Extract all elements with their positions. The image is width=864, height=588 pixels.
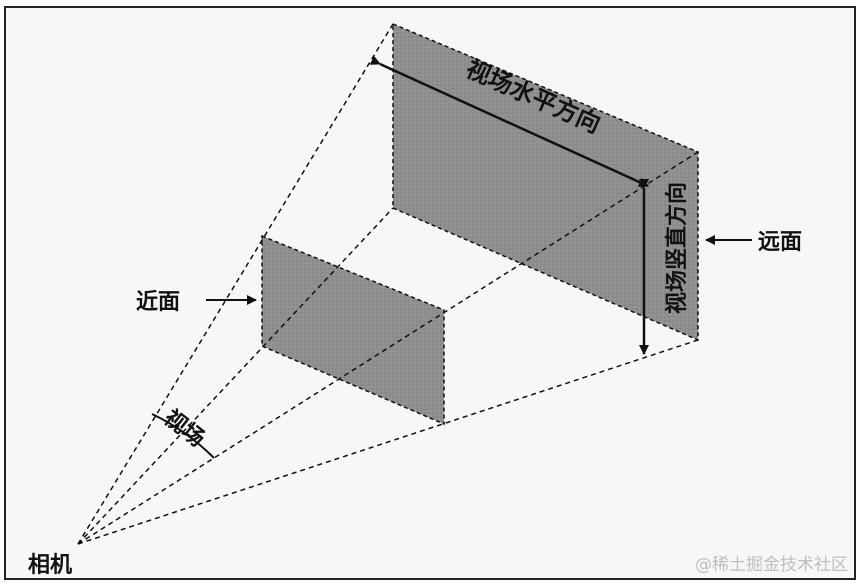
frustum-edge-bottom-right [77, 339, 699, 545]
far-plane [392, 22, 699, 342]
horizontal-arrow [369, 55, 649, 188]
camera-label: 相机 [28, 553, 72, 578]
vertical-direction-label: 视场竖直方向 [664, 182, 690, 314]
watermark: @稀土掘金技术社区 [695, 555, 848, 575]
far-plane-label: 远面 [758, 230, 802, 255]
frustum-edge-top-left [77, 23, 394, 545]
fov-arc [151, 413, 215, 459]
near-plane [261, 234, 445, 426]
frustum-edges [77, 23, 699, 545]
near-plane-label: 近面 [136, 289, 180, 315]
frustum-edge-bottom-left [77, 207, 394, 545]
